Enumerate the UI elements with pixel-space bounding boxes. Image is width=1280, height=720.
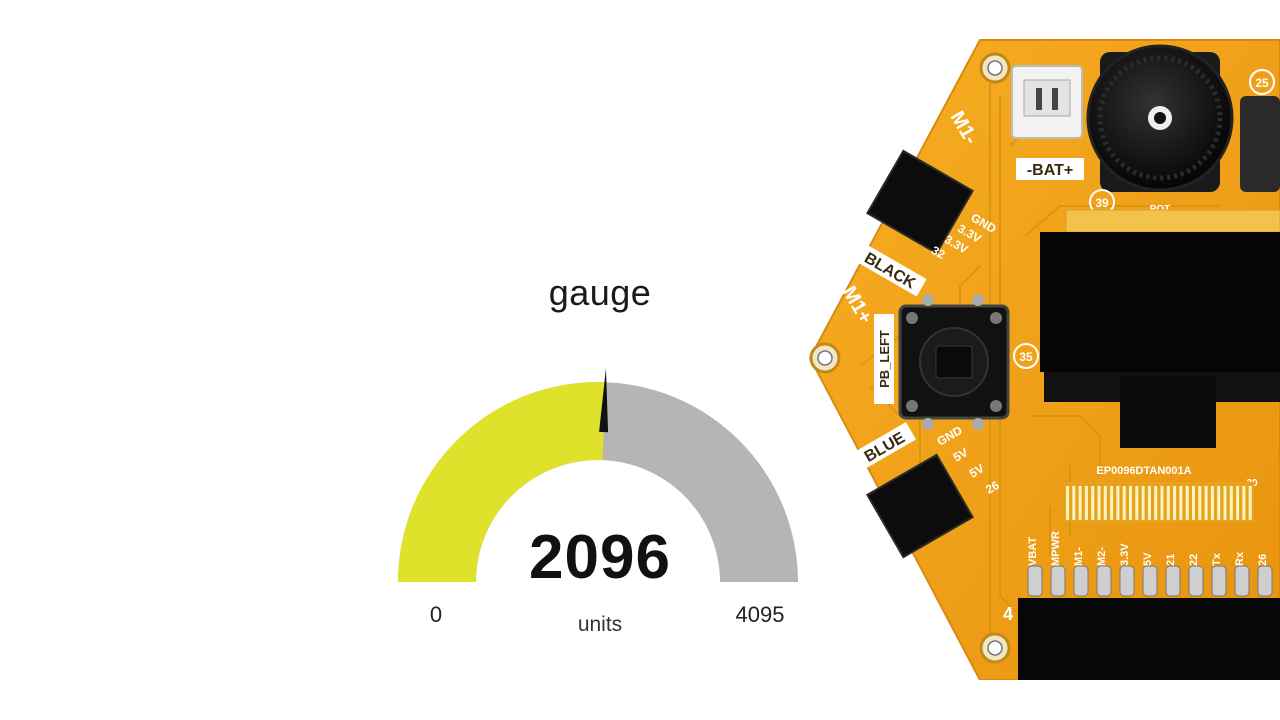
header-pin-22: 22	[1188, 554, 1200, 566]
flex-pin	[1147, 486, 1151, 520]
pin-25-label: 25	[1255, 76, 1269, 90]
solder-pad	[1188, 565, 1204, 597]
header-solder-pads	[1027, 565, 1273, 597]
solder-pad	[1073, 565, 1089, 597]
header-pin-m2: M2-	[1096, 547, 1108, 566]
solder-pad	[1096, 565, 1112, 597]
solder-pad	[1027, 565, 1043, 597]
buzzer	[1240, 96, 1280, 192]
flex-pin	[1160, 486, 1164, 520]
flex-pin	[1110, 486, 1114, 520]
flex-pin	[1204, 486, 1208, 520]
flex-pin	[1242, 486, 1246, 520]
flex-pin	[1103, 486, 1107, 520]
flex-pin	[1154, 486, 1158, 520]
potentiometer	[1086, 44, 1234, 192]
gauge-min-label: 0	[429, 602, 443, 627]
black-label-bg	[854, 243, 927, 297]
flex-pin	[1179, 486, 1183, 520]
black-pin-4: 32	[929, 243, 948, 262]
solder-pad	[1119, 565, 1135, 597]
gauge-needle	[599, 368, 609, 433]
gauge-units-label: units	[577, 613, 623, 636]
gauge-value: 2096	[529, 523, 671, 592]
blue-connector	[865, 453, 975, 559]
solder-pad	[1165, 565, 1181, 597]
blue-pin-3: 5V	[967, 461, 987, 480]
flex-pin	[1135, 486, 1139, 520]
display-part-label: EP0096DTAN001A	[1096, 465, 1191, 477]
flex-pin	[1192, 486, 1195, 520]
flex-pin	[1210, 486, 1214, 520]
header-pin-26: 26	[1257, 554, 1269, 566]
flex-pin	[1173, 486, 1177, 520]
female-header	[1018, 598, 1280, 680]
header-pin-5v: 5V	[1142, 552, 1154, 566]
flex-pin	[1141, 486, 1145, 520]
solder-pad	[1050, 565, 1066, 597]
gauge-max-label: 4095	[735, 602, 785, 627]
solder-pad	[1257, 565, 1273, 597]
solder-pad	[1211, 565, 1227, 597]
push-button-left	[898, 294, 1010, 430]
blue-pin-4: 26	[983, 478, 1002, 497]
mounting-holes	[809, 52, 1011, 664]
battery-connector	[1011, 65, 1083, 139]
blue-label-bg	[852, 422, 916, 471]
flex-pin	[1116, 486, 1120, 520]
header-pin-labels: VBAT MPWR M1- M2- 3.3V 5V 21 22 Tx Rx 26	[1027, 531, 1269, 566]
pin-39-label: 39	[1095, 196, 1109, 210]
flex-pin	[1217, 486, 1221, 520]
pin-35-label: 35	[1019, 350, 1033, 364]
flex-pin	[1097, 486, 1101, 520]
flex-pin	[1072, 486, 1076, 520]
board-photo: -BAT+ M1- M1+ 39 POT 25 EP0096DTAN001A 3…	[808, 39, 1280, 680]
flex-pin	[1122, 486, 1126, 520]
pin-25-ring	[1249, 69, 1275, 95]
battery-label: -BAT+	[1027, 162, 1073, 179]
gauge-fill	[398, 382, 606, 582]
flex-pin	[1185, 486, 1189, 520]
black-connector	[865, 149, 975, 255]
pb-left-label: PB_LEFT	[877, 330, 892, 388]
flex-pin	[1248, 486, 1252, 520]
solder-pad	[1234, 565, 1250, 597]
header-pin-3v3: 3.3V	[1119, 543, 1131, 566]
header-pin-m1: M1-	[1073, 547, 1085, 566]
flex-pin	[1129, 486, 1132, 520]
pin-4-label: 4	[1003, 604, 1013, 624]
header-pin-rx: Rx	[1234, 551, 1246, 566]
flex-pin	[1084, 486, 1088, 520]
flex-pin	[1223, 486, 1227, 520]
blue-pin-2: 5V	[951, 445, 971, 464]
oled-display	[1040, 209, 1280, 448]
header-pin-mpwr: MPWR	[1050, 531, 1062, 566]
flex-pin	[1236, 486, 1240, 520]
flex-connector	[1062, 482, 1254, 522]
gauge-graphic	[398, 368, 798, 582]
solder-pad	[1142, 565, 1158, 597]
flex-pin	[1078, 486, 1082, 520]
pb-left-label-bg	[874, 314, 894, 404]
flex-pin	[1229, 486, 1233, 520]
header-pin-vbat: VBAT	[1027, 537, 1039, 566]
header-pin-tx: Tx	[1211, 552, 1223, 566]
flex-pin	[1091, 486, 1095, 520]
gauge-title: gauge	[548, 272, 652, 313]
battery-label-bg	[1016, 158, 1084, 180]
header-pin-21: 21	[1165, 554, 1177, 566]
flex-pin	[1198, 486, 1202, 520]
pin-35-ring	[1013, 343, 1039, 369]
flex-pin	[1066, 486, 1069, 520]
gauge-widget: gauge 2096 0 4095 units	[380, 260, 820, 660]
flex-pin	[1166, 486, 1170, 520]
